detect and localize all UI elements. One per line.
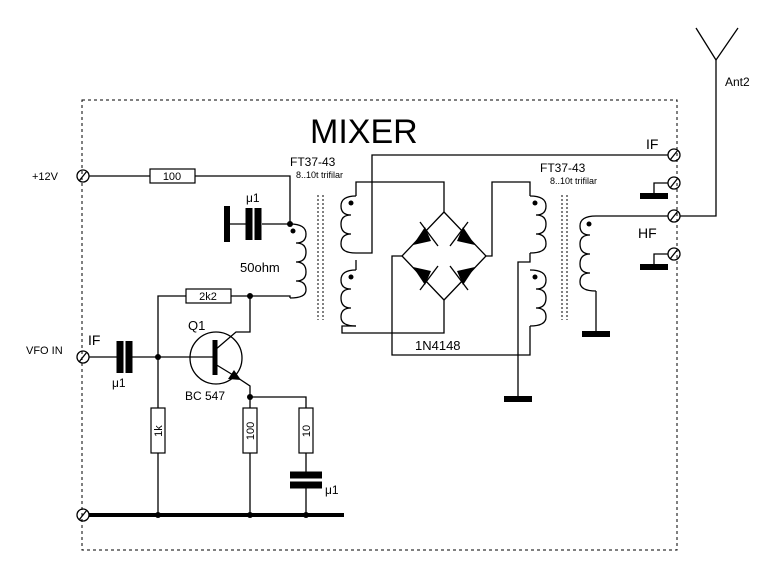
out-hf-label: HF — [638, 225, 657, 241]
out-if-terminal — [667, 148, 681, 162]
t1-core-label: FT37-43 — [290, 155, 336, 169]
resistor-emitter-value: 100 — [245, 422, 257, 440]
resistor-supply-value: 100 — [163, 171, 181, 183]
diode-type-label: 1N4148 — [415, 338, 461, 353]
impedance-label: 50ohm — [240, 260, 280, 275]
transistor-type: BC 547 — [185, 389, 225, 403]
supply-terminal — [76, 169, 90, 183]
resistor-base: 1k — [150, 407, 166, 454]
resistor-emitter: 100 — [242, 407, 258, 454]
ground-terminal — [76, 508, 90, 522]
resistor-supply: 100 — [149, 168, 196, 184]
transistor-q1 — [189, 296, 251, 397]
schematic-title: MIXER — [310, 113, 418, 151]
vfo-if-label: IF — [88, 332, 100, 348]
resistor-bias: 2k2 — [185, 288, 232, 304]
t1-winding-label: 8..10t trifilar — [296, 170, 343, 180]
supply-label: +12V — [32, 171, 59, 183]
resistor-bias-value: 2k2 — [199, 291, 217, 303]
t2-winding-label: 8..10t trifilar — [550, 176, 597, 186]
t2-core-label: FT37-43 — [540, 161, 586, 175]
cap-decouple-value: μ1 — [246, 191, 260, 205]
gnd-terminal-1 — [667, 176, 681, 190]
t1-secondary-coil — [340, 195, 357, 327]
resistor-series: 10 — [298, 407, 314, 454]
cap-input-value: μ1 — [112, 376, 126, 390]
resistor-series-value: 10 — [301, 425, 313, 437]
vfo-in-label: VFO IN — [26, 345, 63, 357]
transistor-ref: Q1 — [188, 318, 205, 333]
t1-primary-coil — [289, 223, 307, 299]
antenna-label: Ant2 — [725, 75, 750, 89]
cap-emitter-value: μ1 — [325, 483, 339, 497]
vfo-in-terminal — [76, 350, 90, 364]
resistor-base-value: 1k — [153, 425, 165, 437]
antenna-icon — [695, 27, 739, 61]
gnd-terminal-2 — [667, 247, 681, 261]
out-if-label: IF — [646, 136, 658, 152]
t2-secondary-coil — [579, 215, 597, 292]
diode-ring — [401, 211, 487, 301]
out-hf-terminal — [667, 209, 681, 223]
module-boundary — [81, 99, 678, 551]
t2-primary-coil — [529, 195, 547, 327]
